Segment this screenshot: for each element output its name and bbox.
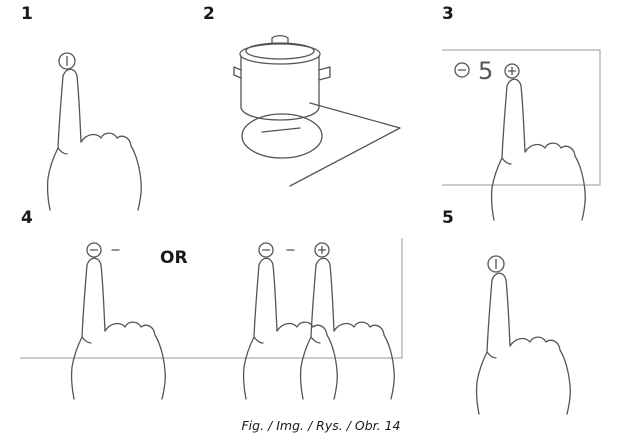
- plus-button-icon: [314, 242, 330, 258]
- minus-button-icon: [258, 242, 274, 258]
- finger-hand-icon: [490, 78, 586, 221]
- step-number-3: 3: [442, 4, 454, 24]
- finger-hand-icon: [299, 257, 395, 400]
- step4-illustration: [20, 238, 403, 400]
- step-number-5: 5: [442, 208, 454, 228]
- plus-button-icon: [504, 63, 520, 79]
- step-number-4: 4: [21, 208, 33, 228]
- power-button-icon: [58, 52, 76, 70]
- finger-hand-icon: [475, 272, 571, 415]
- cooking-pot-icon: [233, 35, 331, 121]
- step3-illustration: 5: [442, 49, 601, 221]
- hob-edge: [289, 102, 401, 187]
- finger-hand-icon: [46, 68, 142, 211]
- minus-button-icon: [86, 242, 102, 258]
- step5-illustration: [475, 255, 571, 415]
- step2-illustration: [233, 35, 401, 187]
- step3-frame: [442, 49, 601, 186]
- or-label: OR: [160, 248, 188, 268]
- step1-illustration: [46, 52, 142, 211]
- minus-button-icon: [454, 62, 470, 78]
- power-level-digit: 5: [478, 57, 493, 85]
- step-number-2: 2: [203, 4, 215, 24]
- finger-hand-icon: [70, 257, 166, 400]
- power-button-icon: [487, 255, 505, 273]
- figure-caption: Fig. / Img. / Rys. / Obr. 14: [241, 418, 401, 433]
- step4-frame: [20, 238, 403, 359]
- hob-zone-icon: [241, 113, 323, 159]
- finger-hand-icon: [242, 257, 338, 400]
- step-number-1: 1: [21, 4, 33, 24]
